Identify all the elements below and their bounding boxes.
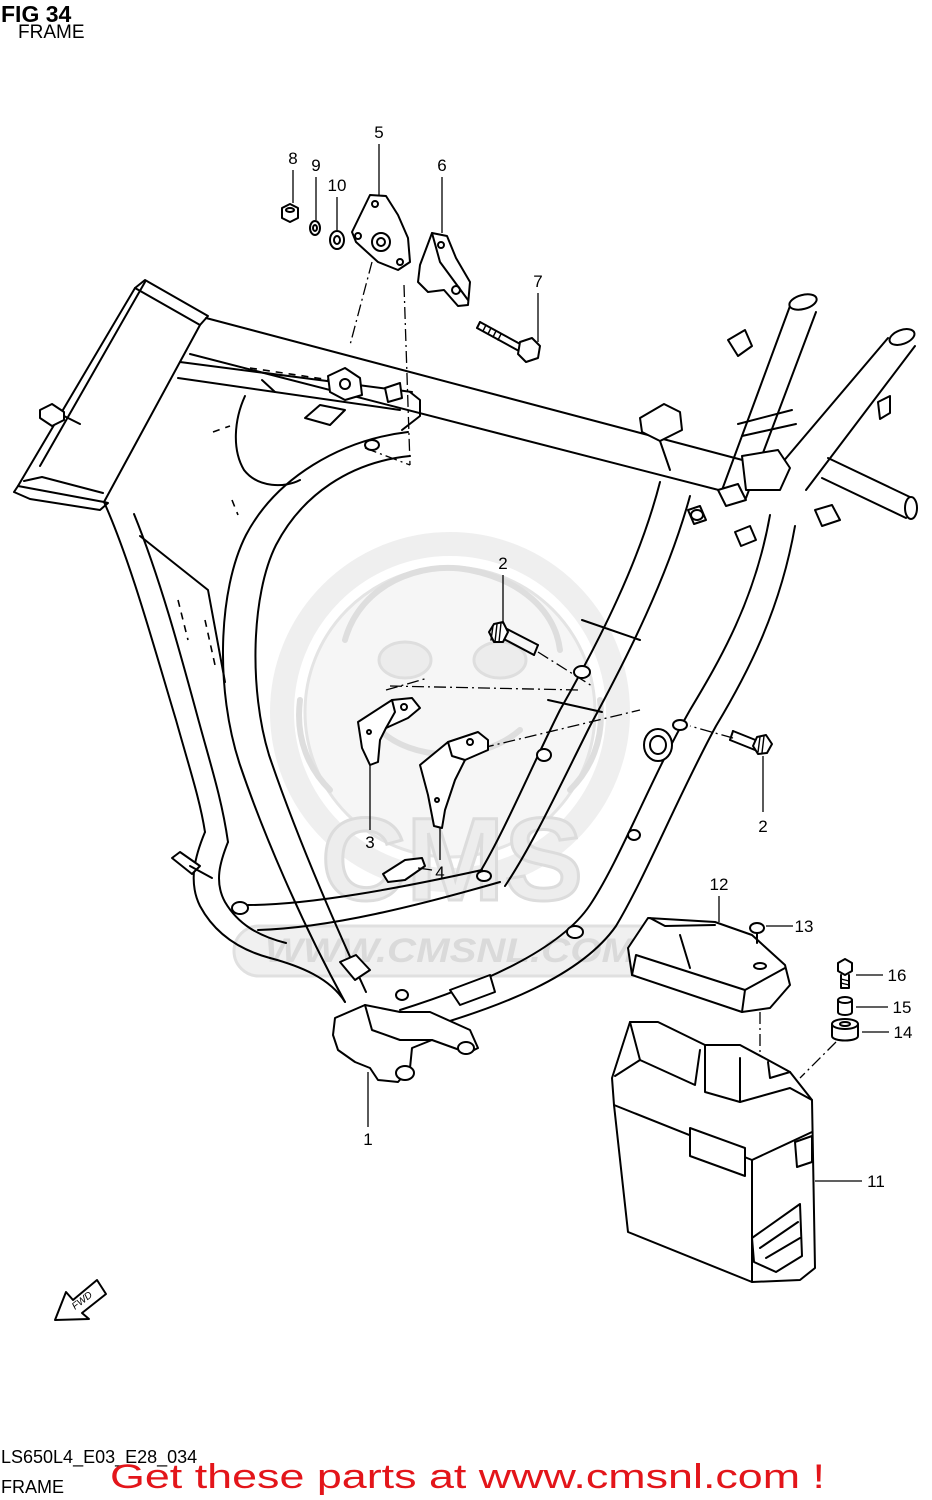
callout-2-upper: 2 [498,554,507,573]
callout-3: 3 [365,833,374,852]
part-14-grommet [831,1018,859,1042]
part-10-washer [329,230,345,250]
callout-15: 15 [893,998,912,1017]
callout-6: 6 [437,156,446,175]
part-15-collar [837,996,853,1016]
callout-4: 4 [435,863,444,882]
watermark-logo-text: CMS [321,794,583,926]
part-5-plate [351,194,411,271]
part-2-bolt-upper [488,621,539,656]
frame-drawing [13,279,918,1083]
part-4-small-bracket [382,857,426,883]
promo-text: Get these parts at www.cmsnl.com ! [110,1458,825,1496]
fwd-arrow-icon: FWD [54,1279,107,1321]
callout-11: 11 [867,1172,885,1191]
callout-12: 12 [710,875,729,894]
callout-2-lower: 2 [758,817,767,836]
callout-10: 10 [328,176,347,195]
part-13-screw [749,922,765,944]
diagram-code: LS650L4_E03_E28_034 [1,1447,197,1468]
callout-7: 7 [533,272,542,291]
callout-5: 5 [374,123,383,142]
part-4-bracket [419,731,489,829]
watermark-logo: CMS WWW.CMSNL.COM [232,532,666,978]
footer-frame-label: FRAME [1,1477,64,1497]
callout-labels: 8 9 10 5 6 7 2 2 3 4 1 12 13 16 15 14 11 [288,123,912,1191]
callout-14: 14 [894,1023,913,1042]
part-16-bolt [837,958,853,989]
callout-13: 13 [795,917,814,936]
callout-leaders [292,144,889,1182]
callout-8: 8 [288,149,297,168]
callout-16: 16 [888,966,907,985]
figure-title: FIG 34 [1,1,72,27]
callout-1: 1 [363,1130,372,1149]
part-6-bracket [417,232,471,307]
part-8-nut [281,203,299,223]
part-2-bolt-lower [729,730,773,755]
part-11-battery-box [611,1021,816,1283]
part-7-bolt [476,321,541,363]
part-12-cover [627,917,791,1013]
part-9-washer [309,220,321,236]
callout-9: 9 [311,156,320,175]
figure-subtitle: FRAME [18,22,85,43]
part-3-bracket [357,697,421,766]
